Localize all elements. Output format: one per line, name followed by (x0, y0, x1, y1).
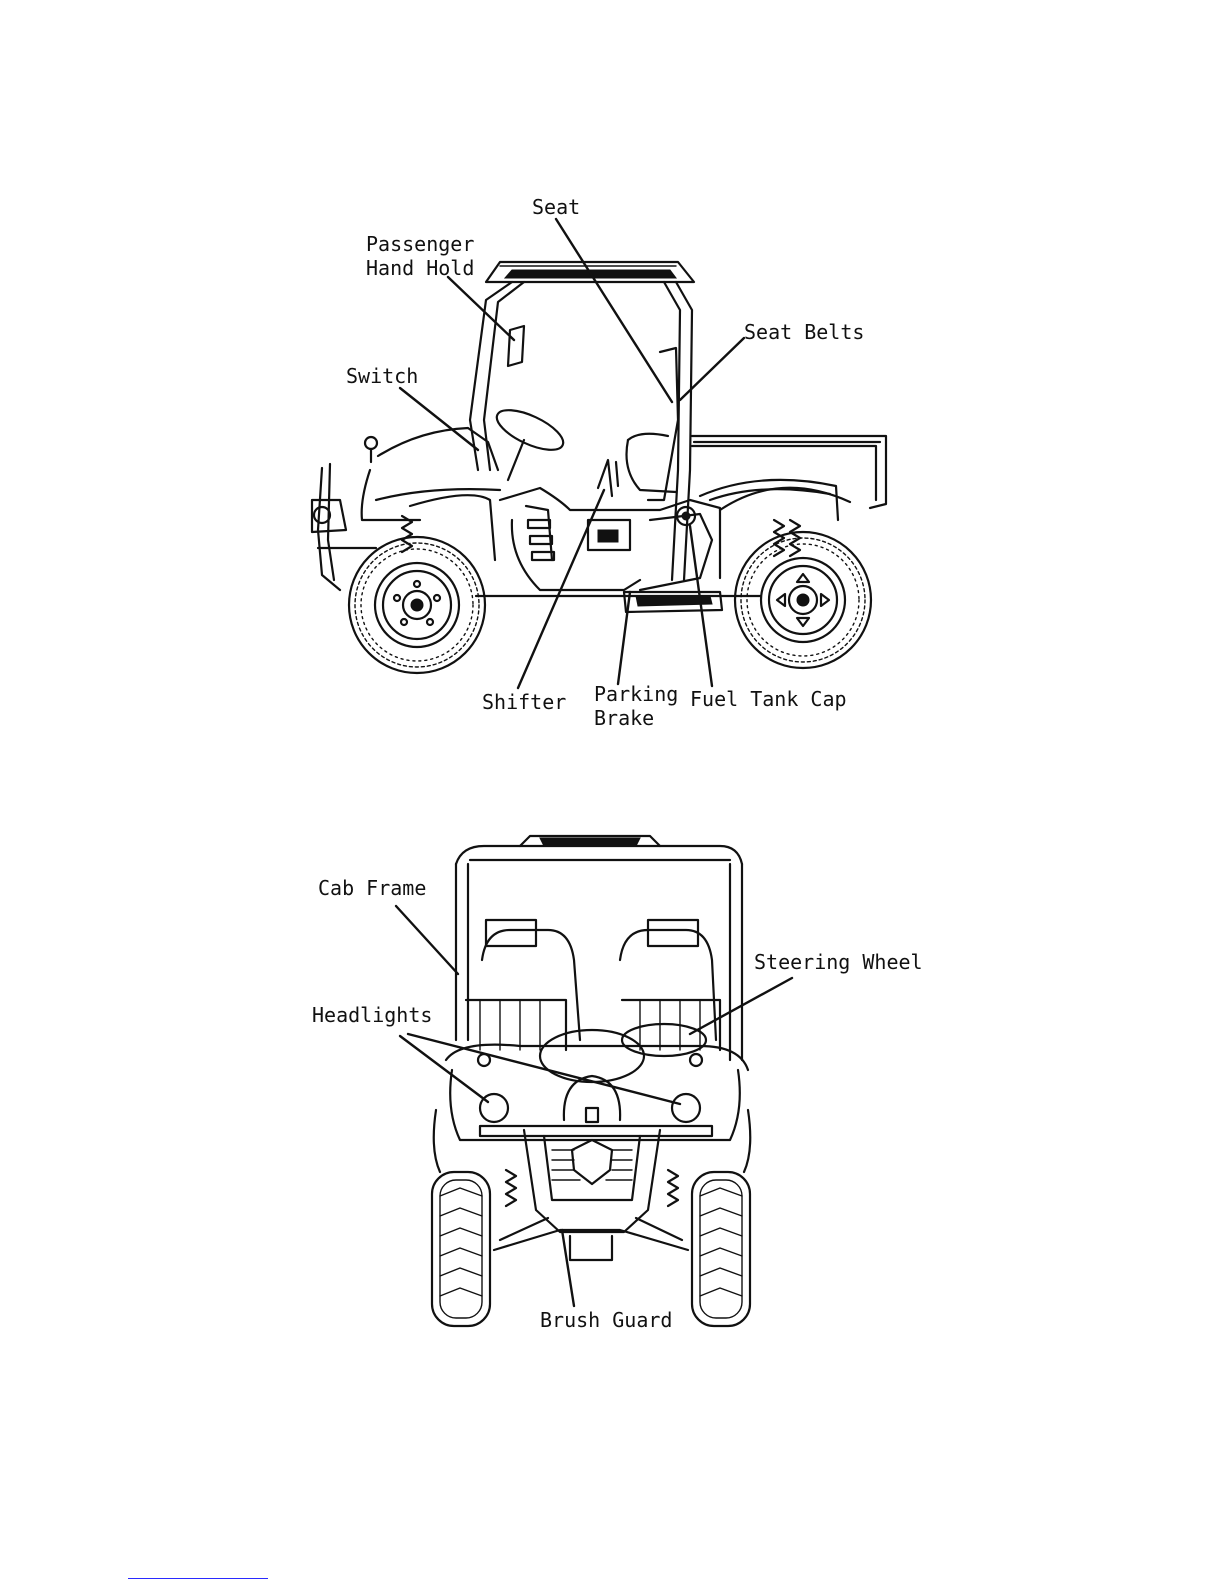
label-fuel-tank-cap: Fuel Tank Cap (690, 687, 847, 711)
label-switch: Switch (346, 364, 418, 388)
front-left-tire (432, 1172, 490, 1326)
leader-cab-frame (396, 906, 458, 974)
leader-brush-guard (562, 1230, 574, 1306)
label-headlights: Headlights (312, 1003, 432, 1027)
label-cab-frame: Cab Frame (318, 876, 426, 900)
label-passenger-hand-hold-line1: Passenger (366, 232, 474, 256)
label-steering-wheel: Steering Wheel (754, 950, 923, 974)
label-seat: Seat (532, 195, 580, 219)
label-passenger-hand-hold-line2: Hand Hold (366, 256, 474, 280)
label-shifter: Shifter (482, 690, 566, 714)
footer-rule (128, 1578, 268, 1579)
label-brush-guard: Brush Guard (540, 1308, 672, 1332)
label-parking-brake-line1: Parking (594, 682, 678, 706)
label-parking-brake-line2: Brake (594, 706, 654, 730)
front-right-tire (692, 1172, 750, 1326)
label-seat-belts: Seat Belts (744, 320, 864, 344)
